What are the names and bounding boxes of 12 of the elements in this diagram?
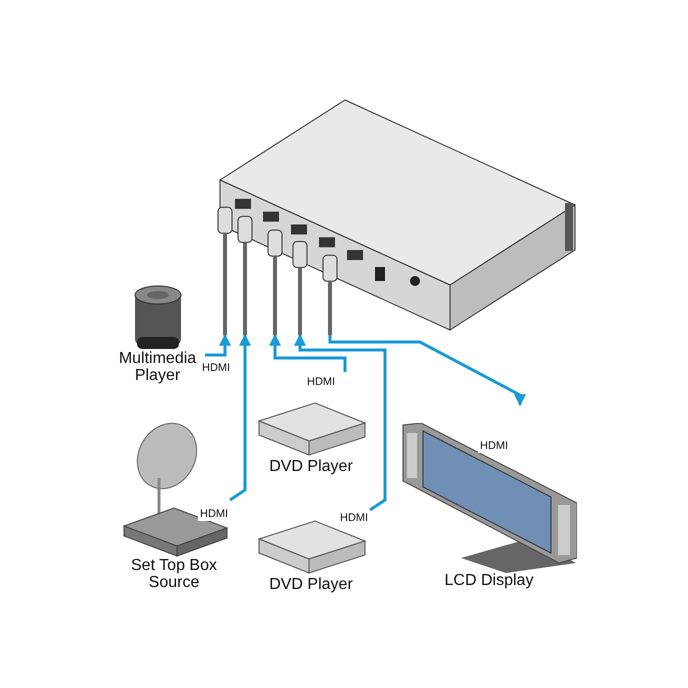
cable-arrow xyxy=(205,334,231,356)
device-label: DVD Player xyxy=(269,577,353,594)
cable-arrow xyxy=(229,334,251,502)
cable-arrow xyxy=(328,335,526,406)
device-label: LCD Display xyxy=(444,573,534,590)
cable-arrow xyxy=(294,334,386,512)
cable-arrow xyxy=(269,334,346,372)
device-label: Multimedia Player xyxy=(118,351,198,385)
edge-label: HDMI xyxy=(198,508,230,522)
device-label: DVD Player xyxy=(269,459,353,476)
device-label: Set Top Box Source xyxy=(130,558,218,592)
edge-label: HDMI xyxy=(478,440,510,454)
